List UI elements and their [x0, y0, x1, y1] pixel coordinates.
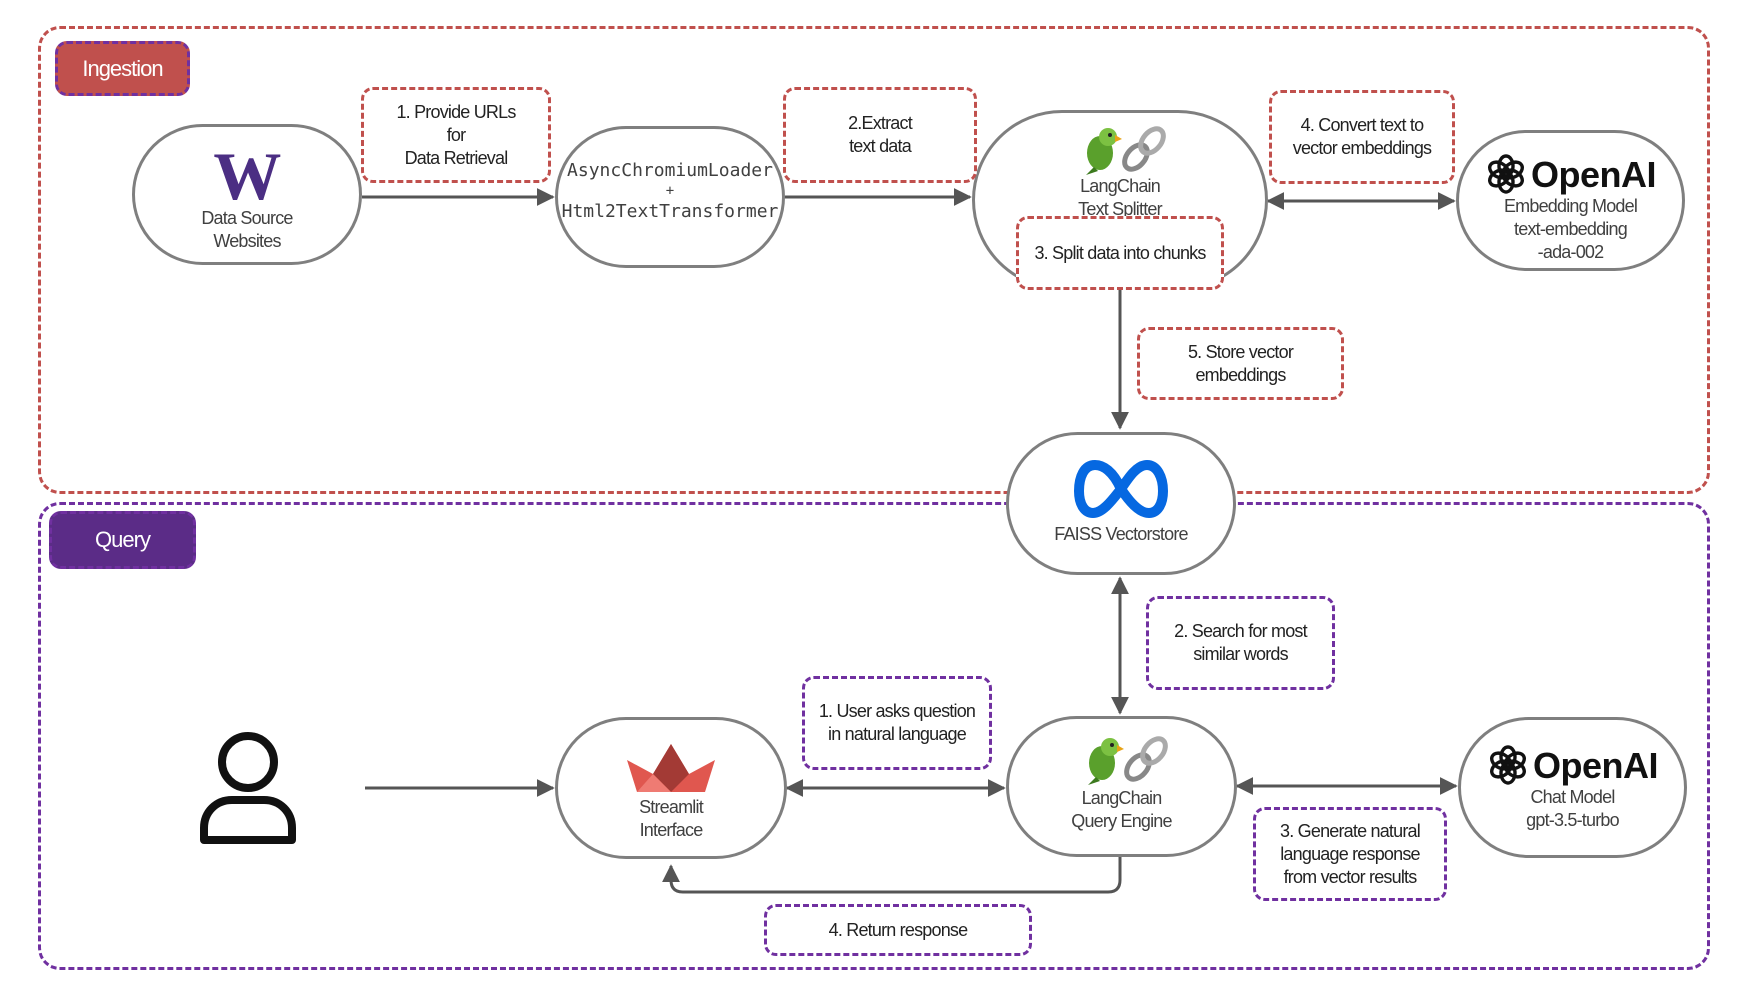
uw-w-logo: W: [213, 138, 281, 214]
step-ing-1-line2: for: [446, 124, 466, 145]
step-q-3-line1: 3. Generate natural: [1280, 820, 1421, 841]
engine-line1: LangChain: [1081, 788, 1163, 808]
step-ing-4-line1: 4. Convert text to: [1300, 115, 1424, 135]
query-region: [38, 502, 1710, 970]
openai-wordmark: OpenAI: [1530, 153, 1657, 195]
meta-infinity-icon: [1074, 460, 1168, 518]
arrow-return-response: [662, 856, 1122, 894]
step-ing-5-line2: embeddings: [1195, 364, 1286, 385]
ingestion-region: [38, 26, 1710, 494]
openai-embedding-node: OpenAI Embedding Model text-embedding -a…: [1456, 130, 1685, 271]
chat-line1: Chat Model: [1530, 787, 1615, 807]
streamlit-line1: Streamlit: [639, 797, 704, 817]
step-ing-1-label: 1. Provide URLs for Data Retrieval: [361, 87, 551, 183]
step-ing-2-line2: text data: [849, 136, 912, 156]
step-ing-1-line3: Data Retrieval: [404, 147, 509, 168]
splitter-line1: LangChain: [1080, 176, 1161, 196]
splitter-line2: Text Splitter: [1078, 199, 1162, 219]
step-ing-2-line1: 2.Extract: [848, 113, 913, 133]
step-ing-5-line1: 5. Store vector: [1187, 341, 1294, 362]
faiss-label: FAISS Vectorstore: [1054, 524, 1188, 544]
step-q-4-line1: 4. Return response: [828, 919, 969, 940]
openai-wordmark: OpenAI: [1532, 744, 1659, 786]
step-ing-3-label: 3. Split data into chunks: [1016, 216, 1224, 290]
openai-chat-node: OpenAI Chat Model gpt-3.5-turbo: [1458, 717, 1687, 858]
chat-line2: gpt-3.5-turbo: [1526, 810, 1619, 830]
openai-logo: [1490, 745, 1526, 785]
step-q-3-label: 3. Generate natural language response fr…: [1253, 807, 1447, 901]
step-ing-4-label: 4. Convert text to vector embeddings: [1269, 90, 1455, 184]
streamlit-crown-icon: [627, 744, 715, 792]
loader-line2: +: [665, 183, 675, 199]
query-engine-node: LangChain Query Engine: [1006, 716, 1237, 857]
step-q-4-label: 4. Return response: [764, 904, 1032, 956]
step-ing-3-line1: 3. Split data into chunks: [1034, 242, 1206, 263]
user-icon: [200, 732, 296, 844]
step-q-2-line1: 2. Search for most: [1174, 621, 1307, 641]
step-q-1-line2: in natural language: [828, 724, 967, 744]
step-ing-5-label: 5. Store vector embeddings: [1137, 327, 1344, 400]
embed-line1: Embedding Model: [1503, 196, 1638, 216]
step-q-3-line2: language response: [1280, 843, 1420, 864]
step-q-1-label: 1. User asks question in natural languag…: [802, 676, 992, 770]
faiss-node: FAISS Vectorstore: [1006, 432, 1236, 575]
loader-line1: AsyncChromiumLoader: [567, 160, 773, 181]
query-tag: Query: [49, 511, 196, 569]
data-source-line2: Websites: [213, 231, 281, 251]
step-ing-4-line2: vector embeddings: [1292, 138, 1432, 158]
loader-node: AsyncChromiumLoader + Html2TextTransform…: [555, 126, 785, 268]
step-q-1-line1: 1. User asks question: [818, 701, 976, 721]
loader-line3: Html2TextTransformer: [561, 201, 779, 222]
parrot-chain-icon: [1087, 736, 1168, 785]
step-ing-2-label: 2.Extract text data: [783, 87, 977, 183]
step-ing-1-line1: 1. Provide URLs: [396, 101, 516, 122]
embed-line2: text-embedding: [1514, 219, 1628, 239]
streamlit-node: Streamlit Interface: [555, 717, 787, 859]
embed-line3: -ada-002: [1537, 242, 1604, 262]
data-source-line1: Data Source: [201, 208, 293, 228]
data-source-node: W Data Source Websites: [132, 124, 362, 265]
step-q-3-line3: from vector results: [1283, 866, 1418, 887]
ingestion-tag: Ingestion: [55, 41, 190, 96]
streamlit-line2: Interface: [639, 820, 704, 840]
parrot-chain-icon: [1086, 126, 1166, 175]
step-q-2-label: 2. Search for most similar words: [1146, 596, 1335, 690]
step-q-2-line2: similar words: [1193, 644, 1288, 664]
openai-logo: [1488, 154, 1524, 194]
engine-line2: Query Engine: [1071, 811, 1172, 831]
